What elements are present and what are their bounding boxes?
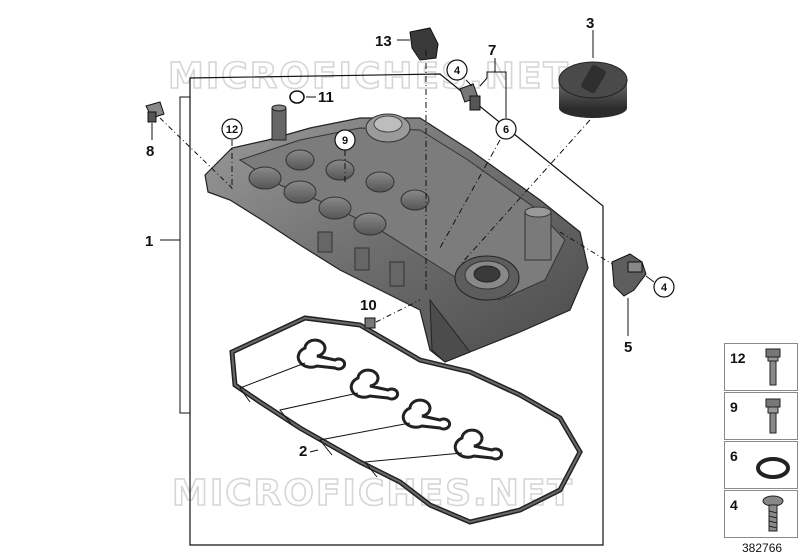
- callout-12-circle: 12: [221, 118, 243, 140]
- gasket-set: [229, 315, 583, 525]
- callout-4b-circle: 4: [653, 276, 675, 298]
- callout-1-bracket: [179, 96, 190, 414]
- callout-1: 1: [145, 233, 153, 250]
- svg-text:6: 6: [503, 124, 509, 136]
- callout-5: 5: [624, 339, 632, 356]
- callout-10: 10: [360, 297, 377, 314]
- callout-2: 2: [299, 443, 307, 460]
- part-6-axis: [439, 139, 501, 249]
- callout-13: 13: [375, 33, 392, 50]
- plug-part-8: [145, 101, 165, 123]
- fastener-label: 12: [730, 350, 746, 366]
- reference-number: 382766: [742, 541, 783, 555]
- callout-11: 11: [318, 89, 334, 106]
- callout-7: 7: [488, 42, 496, 59]
- o-ring-icon: [756, 457, 790, 479]
- callout-4a-circle: 4: [446, 59, 468, 81]
- oil-filler-cap: [558, 61, 628, 118]
- plug-part-10: [364, 317, 376, 329]
- sensor-part-4-top: [459, 83, 481, 111]
- watermark-top: MICROFICHES.NET: [168, 56, 570, 97]
- fastener-cell-6: 6: [724, 441, 798, 489]
- sensor-part-5: [611, 253, 647, 297]
- callout-7-leader-b: [479, 77, 488, 87]
- fastener-panel: 12 9 6 4: [724, 343, 798, 539]
- bolt-short-icon: [765, 398, 781, 434]
- svg-text:12: 12: [226, 124, 238, 136]
- screw-icon: [762, 495, 784, 532]
- fastener-cell-9: 9: [724, 392, 798, 440]
- part-8-axis: [159, 117, 233, 189]
- part-10-axis: [375, 299, 421, 323]
- callout-9-circle: 9: [334, 129, 356, 151]
- callout-3: 3: [586, 15, 594, 32]
- fastener-label: 4: [730, 497, 738, 513]
- fastener-cell-12: 12: [724, 343, 798, 391]
- assembly-frame: [189, 73, 604, 546]
- callout-2-leaders: [239, 362, 463, 478]
- fastener-label: 6: [730, 448, 738, 464]
- fastener-label: 9: [730, 399, 738, 415]
- callout-6-circle: 6: [495, 118, 517, 140]
- callout-4b-leader: [645, 275, 655, 283]
- part-5-axis: [559, 231, 613, 265]
- svg-text:9: 9: [342, 135, 348, 147]
- bolt-long-icon: [765, 348, 781, 386]
- callout-4a-leader: [465, 79, 473, 87]
- svg-text:4: 4: [661, 282, 668, 294]
- callout-8: 8: [146, 143, 154, 160]
- fastener-cell-4: 4: [724, 490, 798, 538]
- cylinder-head-cover: [204, 104, 589, 363]
- watermark-bottom: MICROFICHES.NET: [172, 473, 574, 514]
- svg-text:4: 4: [454, 65, 461, 77]
- callout-7-bracket: [486, 71, 507, 118]
- o-ring-11: [289, 90, 305, 104]
- clip-part-13: [409, 27, 439, 61]
